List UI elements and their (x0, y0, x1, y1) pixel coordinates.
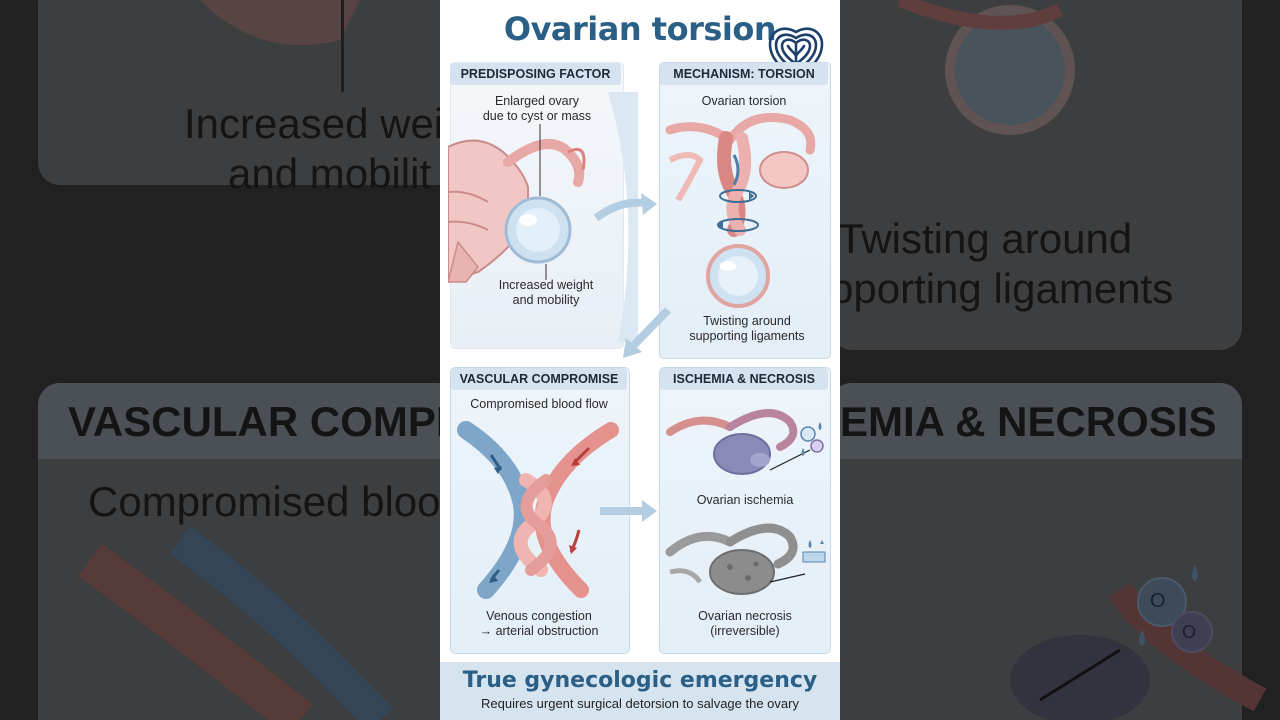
bg-bottom-left-sub: Compromised bloo (88, 478, 441, 525)
bg-right-line-1: Twisting around (838, 215, 1133, 262)
vascular-top-label: Compromised blood flow (470, 397, 608, 411)
arrow-vascular-to-ischemia-head (642, 500, 657, 522)
bg-bottom-right-heading: EMIA & NECROSIS (840, 398, 1217, 445)
bg-header-bar-right (830, 383, 1242, 459)
brain-logo-icon (768, 27, 824, 80)
flow-arrows (593, 193, 671, 522)
bg-left-line-2: and mobilit (228, 150, 432, 197)
torsion-illustration (665, 113, 816, 308)
predisposing-top-label-1: Enlarged ovary (494, 94, 580, 108)
bg-o2-a: O (1150, 590, 1166, 612)
ischemia-necrosis-tag: ISCHEMIA & NECROSIS (660, 368, 828, 390)
footer-title: True gynecologic emergency (462, 668, 818, 693)
arrow-predisposing-to-mechanism (593, 198, 646, 222)
page-title: Ovarian torsion (503, 10, 777, 48)
mechanism-bottom-label-1: Twisting around (703, 314, 791, 328)
footer-banner: True gynecologic emergency Requires urge… (440, 662, 840, 720)
vascular-compromise-tag: VASCULAR COMPROMISE (451, 368, 627, 390)
ischemia-label: Ovarian ischemia (696, 493, 794, 507)
arrow-mechanism-to-vascular (631, 307, 671, 348)
footer-subtitle: Requires urgent surgical detorsion to sa… (481, 696, 799, 711)
necrosis-label-2: (irreversible) (710, 624, 780, 638)
ischemia-illustration (666, 409, 824, 475)
bg-bottom-left-heading: VASCULAR COMPR (68, 398, 467, 445)
necrosis-label-1: Ovarian necrosis (698, 609, 792, 623)
predisposing-top-label-2: due to cyst or mass (482, 109, 592, 123)
arrow-mechanism-to-vascular-head (623, 338, 642, 358)
bg-header-bar-left (38, 383, 458, 459)
bg-left-line-1: Increased wei (184, 100, 444, 147)
mechanism-torsion-tag: MECHANISM: TORSION (660, 63, 828, 85)
arrow-predisposing-to-mechanism-head (641, 193, 657, 215)
vascular-bottom-label-2: → arterial obstruction (479, 624, 599, 638)
necrosis-illustration (665, 523, 826, 595)
uterus-illustration (448, 92, 638, 342)
vessels-illustration (457, 421, 619, 599)
predisposing-bottom-label-2: and mobility (512, 293, 580, 307)
infographic: Ovarian torsion PREDISPOSING FACTOR Enla… (440, 0, 840, 720)
vascular-bottom-label-1: Venous congestion (486, 609, 592, 623)
mechanism-bottom-label-2: supporting ligaments (689, 329, 805, 343)
bg-o2-b: O (1182, 622, 1197, 642)
predisposing-factor-tag: PREDISPOSING FACTOR (450, 63, 621, 85)
mechanism-top-label: Ovarian torsion (701, 94, 787, 108)
predisposing-bottom-label-1: Increased weight (498, 278, 594, 292)
bg-right-line-2: pporting ligaments (830, 265, 1174, 312)
